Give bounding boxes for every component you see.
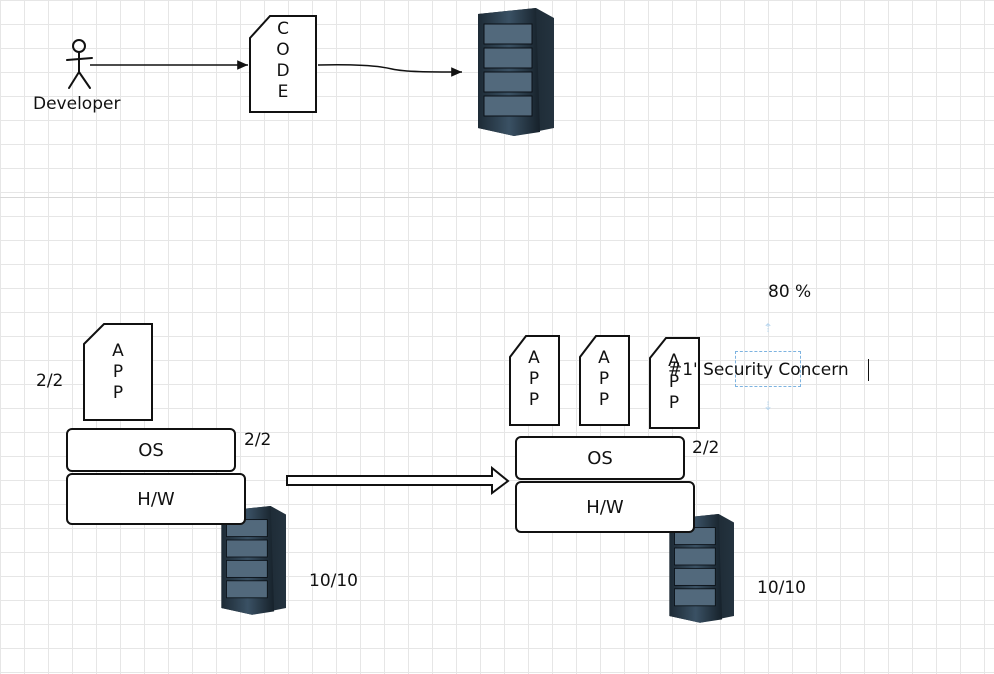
migration-arrow	[286, 465, 510, 495]
text-selection-box[interactable]	[735, 351, 801, 387]
os-label: OS	[587, 447, 613, 469]
app-document-shape-3	[649, 337, 700, 429]
server-rack-icon	[478, 8, 554, 136]
app-ratio-label: 2/2	[36, 371, 64, 391]
section-divider	[0, 197, 994, 198]
app-label: A P P	[112, 341, 124, 403]
app-document-shape	[83, 323, 153, 421]
app-label-3: A P P	[668, 351, 680, 413]
utilization-label: 80 %	[768, 282, 812, 302]
app-document-shape-2	[579, 335, 630, 426]
server-ratio-label: 10/10	[757, 578, 806, 598]
security-concern-text[interactable]: #1' Security Concern	[668, 360, 849, 380]
resize-up-handle-icon[interactable]: ⇡	[763, 321, 774, 335]
developer-label: Developer	[33, 94, 121, 114]
server-ratio-label: 10/10	[309, 571, 358, 591]
os-ratio-label: 2/2	[244, 430, 272, 450]
text-caret	[868, 359, 869, 381]
os-box: OS	[515, 436, 685, 480]
app-label-2: A P P	[598, 348, 610, 410]
resize-down-handle-icon[interactable]: ⇣	[763, 399, 774, 413]
developer-actor-icon	[66, 39, 93, 89]
os-ratio-label: 2/2	[692, 438, 720, 458]
code-to-server-arrow	[317, 64, 463, 77]
server-rack-icon	[221, 506, 286, 615]
hardware-box: H/W	[515, 481, 695, 533]
code-label: C O D E	[276, 19, 290, 102]
code-document-shape	[249, 15, 317, 113]
hardware-label: H/W	[586, 496, 624, 518]
os-box: OS	[66, 428, 236, 472]
hardware-label: H/W	[137, 488, 175, 510]
os-label: OS	[138, 439, 164, 461]
app-document-shape-1	[509, 335, 560, 426]
app-label-1: A P P	[528, 348, 540, 410]
hardware-box: H/W	[66, 473, 246, 525]
